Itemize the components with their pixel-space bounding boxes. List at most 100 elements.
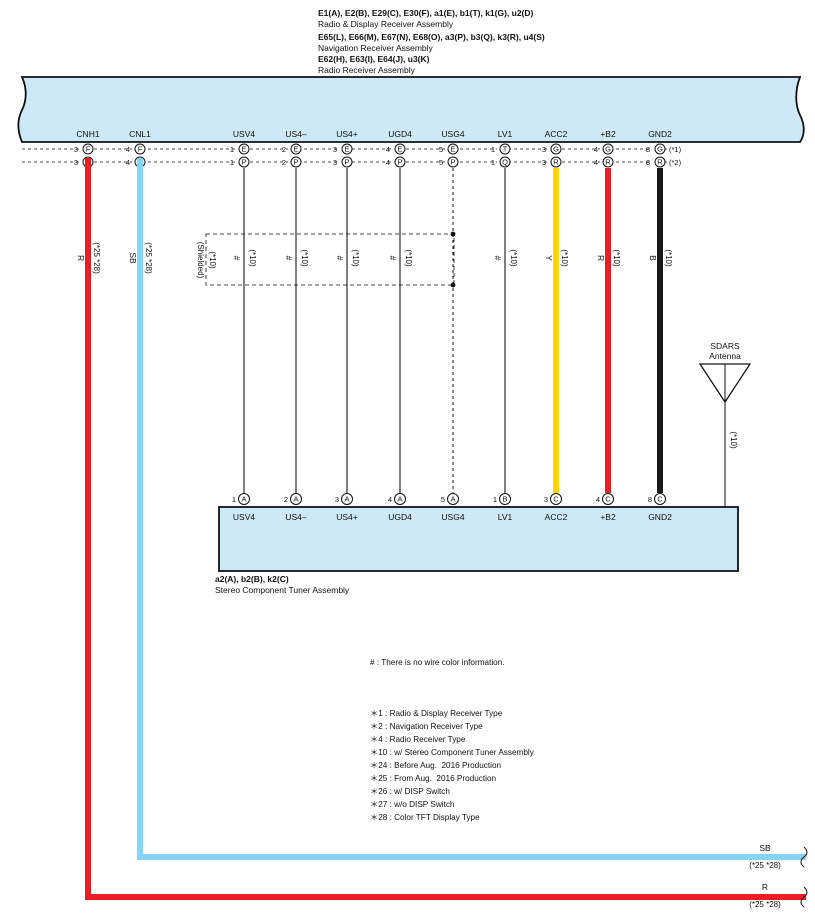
receiver-pin-terminal <box>290 156 302 168</box>
wire-note: (*10) <box>509 249 518 267</box>
tuner-pin-number: 1 <box>493 495 497 504</box>
note-item: ＊2 : Navigation Receiver Type <box>370 722 483 731</box>
receiver-pin-connector: T <box>503 145 508 154</box>
tuner-pin-number: 8 <box>648 495 652 504</box>
tuner-pin-name: ACC2 <box>545 512 568 522</box>
receiver-pin-connector: Q <box>502 158 508 167</box>
receiver-pin-terminal <box>238 143 250 155</box>
pin-gap <box>392 144 396 154</box>
receiver-pin-connector: P <box>450 158 455 167</box>
tuner-pin-terminal <box>654 493 666 505</box>
note-item: ＊1 : Radio & Display Receiver Type <box>370 709 503 718</box>
receiver-pin-name: GND2 <box>648 129 672 139</box>
tuner-pin-number: 5 <box>441 495 445 504</box>
receiver-pin-connector: R <box>553 158 559 167</box>
wire-note: (*10) <box>404 249 413 267</box>
wire-note: (*25 *28) <box>92 242 101 274</box>
wire-note: (*10) <box>248 249 257 267</box>
tuner-pin-number: 4 <box>388 495 392 504</box>
wire-note: (*10) <box>612 249 621 267</box>
receiver-pin-terminal <box>550 143 562 155</box>
wire-color-code: R <box>76 255 86 261</box>
receiver-pin-connector: E <box>397 145 402 154</box>
receiver-pin-number: 1 <box>230 158 234 167</box>
pin-gap <box>652 144 656 154</box>
header-navigation-title: Navigation Receiver Assembly <box>318 43 433 53</box>
exit-r-code: R <box>762 882 768 892</box>
receiver-pin-name: USV4 <box>233 129 255 139</box>
shield-junction-dot <box>450 231 456 237</box>
receiver-pin-number: 3 <box>542 158 546 167</box>
row-note-1: (*1) <box>669 145 682 154</box>
wire-color-code: Y <box>544 255 554 261</box>
note-item: ＊4 : Radio Receiver Type <box>370 735 466 744</box>
receiver-pin-terminal <box>238 156 250 168</box>
tuner-pin-name: UGD4 <box>388 512 412 522</box>
receiver-pin-number: 3 <box>333 145 337 154</box>
receiver-pin-number: 4 <box>126 158 130 167</box>
tuner-title: Stereo Component Tuner Assembly <box>215 585 350 595</box>
pin-gap <box>236 157 240 167</box>
receiver-pin-connector: P <box>241 158 246 167</box>
receiver-pin-connector: R <box>657 158 663 167</box>
tuner-pin-terminal <box>447 493 459 505</box>
receiver-pin-name: US4– <box>285 129 307 139</box>
tuner-pin-terminal <box>602 493 614 505</box>
tuner-pin-name: USV4 <box>233 512 255 522</box>
sdars-antenna-icon <box>698 363 752 507</box>
receiver-assembly-box <box>17 76 805 143</box>
receiver-pin-number: 1 <box>491 145 495 154</box>
receiver-pin-terminal <box>654 156 666 168</box>
receiver-pin-number: 3 <box>74 158 78 167</box>
receiver-pin-terminal <box>394 143 406 155</box>
wire-color-code: # <box>232 256 242 261</box>
tuner-pin-number: 2 <box>284 495 288 504</box>
receiver-pin-name: ACC2 <box>545 129 568 139</box>
tuner-pin-number: 4 <box>596 495 600 504</box>
pin-gap <box>445 157 449 167</box>
receiver-pin-name: US4+ <box>336 129 358 139</box>
receiver-pin-terminal <box>499 156 511 168</box>
receiver-pin-name: LV1 <box>498 129 513 139</box>
receiver-pin-connector: E <box>293 145 298 154</box>
tuner-pin-connector: C <box>657 495 663 504</box>
receiver-pin-terminal <box>341 156 353 168</box>
receiver-pin-terminal <box>602 156 614 168</box>
receiver-pin-terminal <box>499 143 511 155</box>
wire-color-code: B <box>648 255 658 261</box>
shield-junction-dot <box>450 282 456 288</box>
pin-gap <box>339 157 343 167</box>
receiver-pin-number: 4 <box>594 145 598 154</box>
receiver-pin-terminal <box>82 143 94 155</box>
tuner-pin-connector: A <box>397 495 402 504</box>
note-item: ＊27 : w/o DISP Switch <box>370 800 455 809</box>
receiver-pin-connector: G <box>553 145 559 154</box>
receiver-pin-name: CNL1 <box>129 129 151 139</box>
pin-gap <box>600 144 604 154</box>
wire-r-exit <box>85 158 806 900</box>
receiver-pin-number: 3 <box>333 158 337 167</box>
header-connectors-radio: E62(H), E63(I), E64(J), u3(K) <box>318 54 430 64</box>
pin-gap <box>288 144 292 154</box>
receiver-pin-number: 3 <box>74 145 78 154</box>
pin-gap <box>339 144 343 154</box>
tuner-pin-connector: B <box>502 495 507 504</box>
tuner-pin-terminal <box>238 493 250 505</box>
header-connectors-radio-display: E1(A), E2(B), E29(C), E30(F), a1(E), b1(… <box>318 8 534 18</box>
pin-gap <box>132 144 136 154</box>
tuner-pin-name: US4– <box>285 512 307 522</box>
tuner-pin-number: 1 <box>232 495 236 504</box>
wire-color-code: # <box>335 256 345 261</box>
note-item: ＊24 : Before Aug. 2016 Production <box>370 761 502 770</box>
receiver-pin-number: 2 <box>282 145 286 154</box>
wire-color-code: # <box>493 256 503 261</box>
shielded-note: (*10) <box>208 251 217 269</box>
header-radio-title: Radio Receiver Assembly <box>318 65 415 75</box>
pin-gap <box>80 157 84 167</box>
tuner-pin-connector: A <box>293 495 298 504</box>
receiver-pin-connector: F <box>86 145 91 154</box>
antenna-title-1: SDARS <box>710 341 740 351</box>
tuner-pin-number: 3 <box>544 495 548 504</box>
pin-gap <box>548 144 552 154</box>
